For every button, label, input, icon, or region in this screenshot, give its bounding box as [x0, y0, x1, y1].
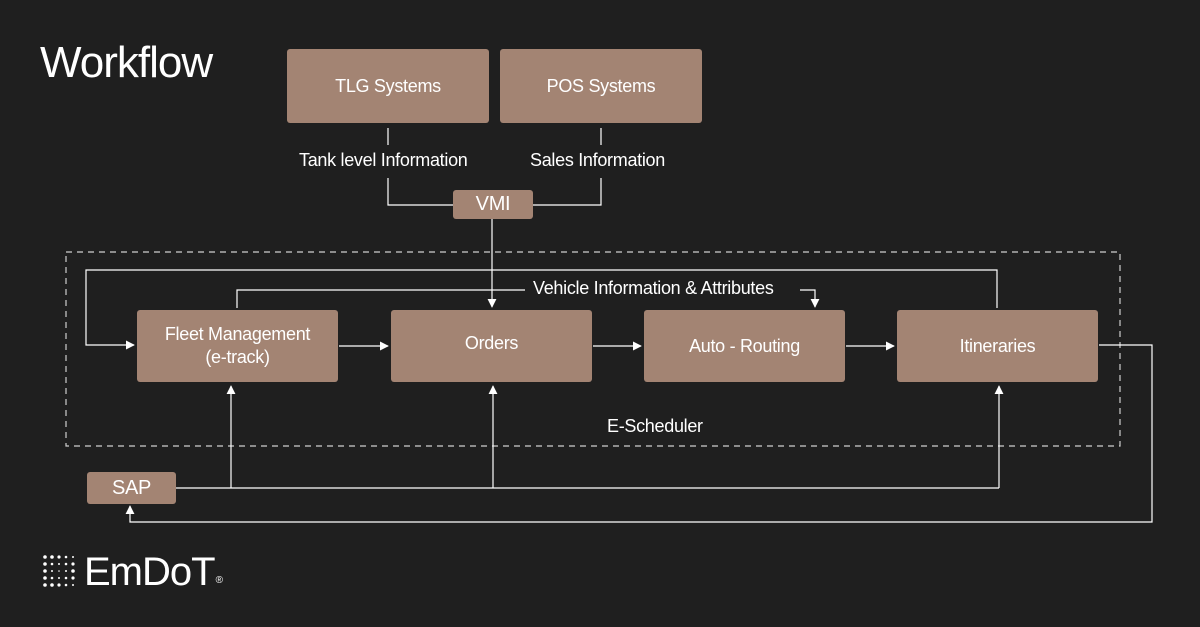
itineraries-to-sap-return [125, 344, 1153, 523]
itineraries-label: Itineraries [959, 335, 1036, 356]
pos-to-vmi-line [533, 128, 602, 206]
auto-routing-label: Auto - Routing [689, 335, 800, 356]
itineraries-node: Itineraries [897, 310, 1098, 382]
orders-node: Orders [391, 310, 592, 382]
logo-registered-mark: ® [215, 575, 223, 586]
itineraries-to-fleet-loop [85, 269, 998, 350]
tank-level-information-label: Tank level Information [299, 150, 468, 170]
auto-routing-node: Auto - Routing [644, 310, 845, 382]
tlg-systems-node: TLG Systems [287, 49, 489, 123]
vmi-label: VMI [475, 193, 511, 215]
emdot-logo: EmDoT ® [42, 550, 223, 594]
fleet-management-sublabel: (e-track) [205, 347, 270, 367]
sap-label: SAP [111, 476, 152, 499]
e-scheduler-group-border [65, 251, 1121, 447]
vehicle-information-label: Vehicle Information & Attributes [529, 278, 778, 299]
logo-dot-grid-icon [43, 555, 75, 587]
orders-label: Orders [464, 332, 519, 353]
fleet-to-autorouting-vehicle-info [236, 289, 815, 308]
tlg-systems-label: TLG Systems [335, 75, 441, 96]
page-title: Workflow [40, 38, 213, 87]
pos-systems-label: POS Systems [546, 75, 656, 96]
sales-information-label: Sales Information [530, 150, 665, 170]
sap-node: SAP [87, 472, 176, 504]
logo-wordmark: EmDoT [84, 550, 216, 594]
e-scheduler-label: E-Scheduler [607, 416, 703, 436]
pos-systems-node: POS Systems [500, 49, 702, 123]
fleet-management-label: Fleet Management [164, 324, 311, 344]
vmi-node: VMI [453, 190, 533, 219]
tlg-to-vmi-line [387, 128, 453, 206]
fleet-management-node: Fleet Management (e-track) [137, 310, 338, 382]
